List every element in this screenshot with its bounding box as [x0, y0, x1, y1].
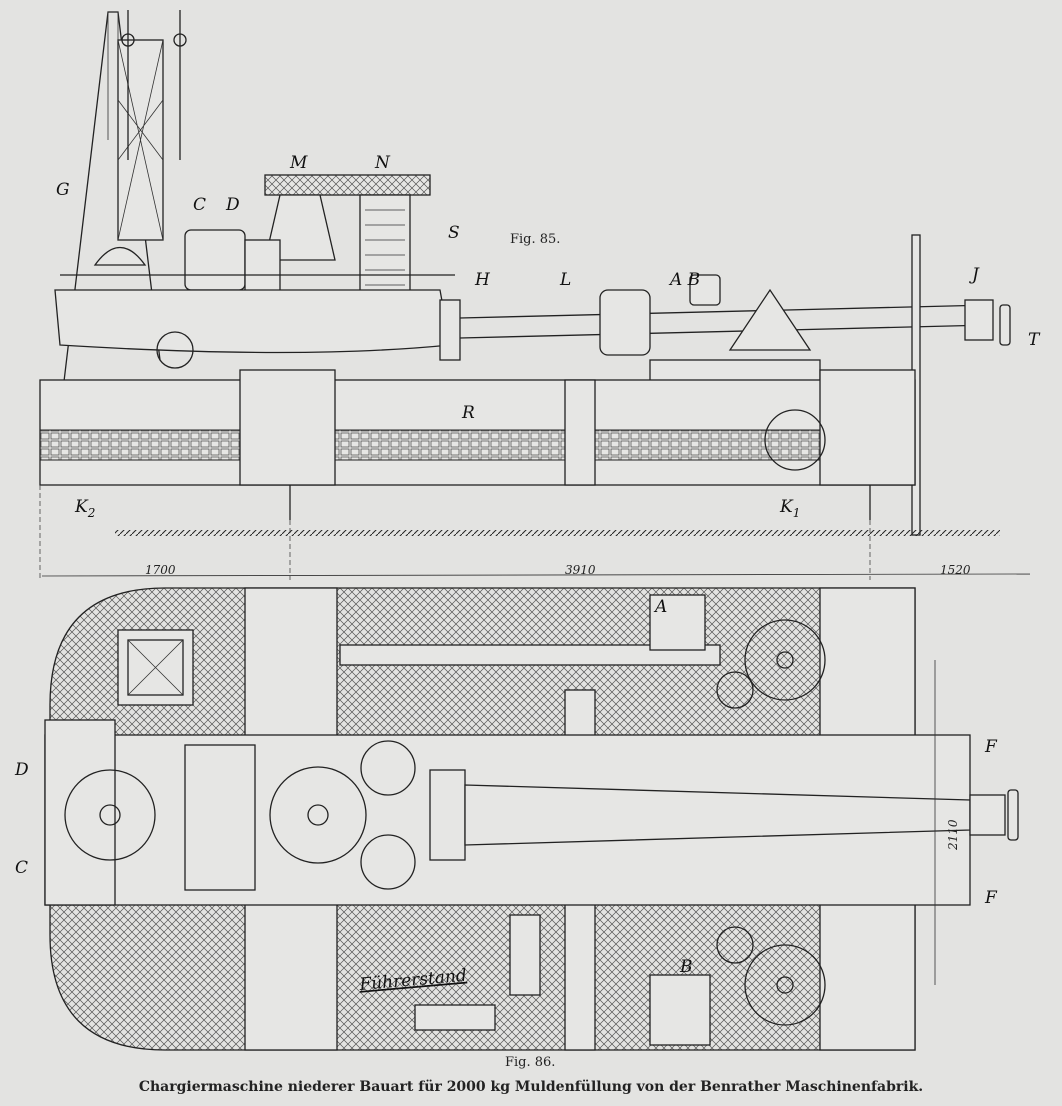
label-D: D [225, 195, 240, 215]
dim-1520: 1520 [940, 563, 971, 577]
fig-86-plan-view: Führerstand A B D C F F 2110 Fig. 86. [14, 587, 1019, 1070]
label-L: L [559, 270, 571, 290]
fig-85-caption: Fig. 85. [510, 232, 560, 247]
dim-1700: 1700 [145, 563, 176, 577]
label-AB: A B [668, 270, 700, 290]
label-N: N [374, 153, 391, 173]
label-F-top: F [984, 737, 998, 757]
label-F-bottom: F [984, 888, 998, 908]
label-A: A [653, 597, 667, 617]
figure-title: Chargiermaschine niederer Bauart für 200… [139, 1079, 923, 1095]
label-D: D [14, 760, 29, 780]
label-H: H [474, 270, 491, 290]
fig-86-caption: Fig. 86. [505, 1055, 555, 1070]
label-C: C [193, 195, 206, 215]
dim-2110: 2110 [946, 819, 960, 851]
label-J: J [969, 265, 980, 285]
label-T: T [1028, 330, 1041, 350]
dim-3910: 3910 [565, 563, 596, 577]
label-G: G [56, 180, 70, 200]
label-B: B [679, 957, 693, 977]
label-S: S [448, 223, 460, 243]
fig-85-side-view: G C D M N S H L A B J T R K2 K1 Fig. 85.… [39, 10, 1041, 580]
label-M: M [289, 153, 308, 173]
label-C: C [15, 858, 28, 878]
ground-line [115, 530, 1000, 536]
label-K2: K2 [74, 497, 95, 520]
dimension-line [41, 573, 1031, 577]
label-K1: K1 [779, 497, 800, 520]
label-R: R [461, 403, 475, 423]
